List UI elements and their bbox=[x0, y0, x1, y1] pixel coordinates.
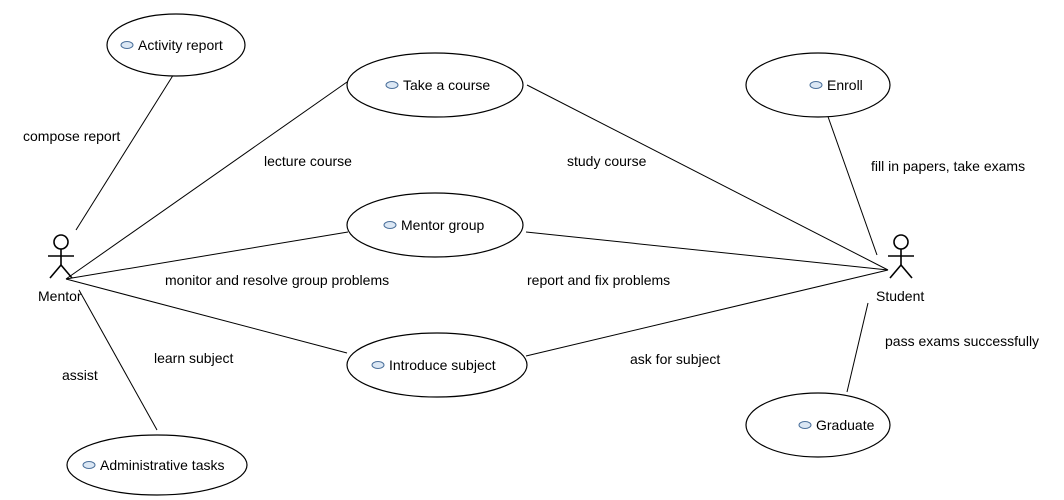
use-case-icon bbox=[798, 421, 812, 429]
use-case-enroll[interactable]: Enroll bbox=[745, 52, 891, 118]
use-case-label: Enroll bbox=[827, 77, 863, 93]
label-monitor-group: monitor and resolve group problems bbox=[165, 272, 389, 288]
label-compose-report: compose report bbox=[23, 128, 120, 144]
use-case-label: Graduate bbox=[816, 417, 875, 433]
actor-student-label: Student bbox=[876, 288, 924, 304]
label-pass-exams: pass exams successfully bbox=[885, 333, 1039, 349]
line-student-introduce-subject bbox=[525, 269, 889, 357]
use-case-label: Activity report bbox=[138, 37, 223, 53]
use-case-mentor-group[interactable]: Mentor group bbox=[346, 192, 524, 258]
line-mentor-activity-report bbox=[75, 68, 178, 231]
label-lecture-course: lecture course bbox=[264, 153, 352, 169]
line-mentor-take-course bbox=[65, 81, 348, 280]
use-case-administrative-tasks[interactable]: Administrative tasks bbox=[66, 434, 248, 496]
stick-figure-icon bbox=[888, 234, 914, 279]
use-case-icon bbox=[371, 361, 385, 369]
line-student-mentor-group bbox=[525, 231, 889, 271]
stick-figure-icon bbox=[48, 234, 74, 279]
use-case-icon bbox=[383, 221, 397, 229]
use-case-graduate[interactable]: Graduate bbox=[745, 392, 891, 458]
use-case-icon bbox=[82, 461, 96, 469]
label-ask-subject: ask for subject bbox=[630, 351, 720, 367]
actor-mentor-label: Mentor bbox=[38, 288, 82, 304]
use-case-icon bbox=[120, 41, 134, 49]
line-mentor-introduce-subject bbox=[65, 278, 348, 354]
line-student-graduate bbox=[846, 302, 869, 393]
actor-mentor[interactable]: Mentor bbox=[38, 234, 82, 304]
use-case-icon bbox=[809, 81, 823, 89]
use-case-activity-report[interactable]: Activity report bbox=[106, 13, 246, 77]
use-case-introduce-subject[interactable]: Introduce subject bbox=[346, 332, 528, 398]
line-student-take-course bbox=[526, 84, 889, 271]
label-study-course: study course bbox=[567, 153, 647, 169]
use-case-label: Administrative tasks bbox=[100, 457, 224, 473]
line-mentor-administrative-tasks bbox=[78, 289, 158, 431]
line-student-enroll bbox=[825, 110, 878, 256]
line-mentor-mentor-group bbox=[65, 231, 349, 280]
label-fill-in-papers: fill in papers, take exams bbox=[871, 158, 1025, 174]
label-report-fix: report and fix problems bbox=[527, 272, 670, 288]
use-case-icon bbox=[385, 81, 399, 89]
association-lines bbox=[65, 68, 889, 431]
label-learn-subject: learn subject bbox=[154, 350, 233, 366]
association-labels: compose report lecture course study cour… bbox=[23, 128, 1039, 383]
label-assist: assist bbox=[62, 367, 98, 383]
use-case-label: Mentor group bbox=[401, 217, 484, 233]
use-case-take-course[interactable]: Take a course bbox=[346, 52, 524, 118]
use-case-label: Take a course bbox=[403, 77, 490, 93]
use-case-label: Introduce subject bbox=[389, 357, 496, 373]
actor-student[interactable]: Student bbox=[876, 234, 924, 304]
